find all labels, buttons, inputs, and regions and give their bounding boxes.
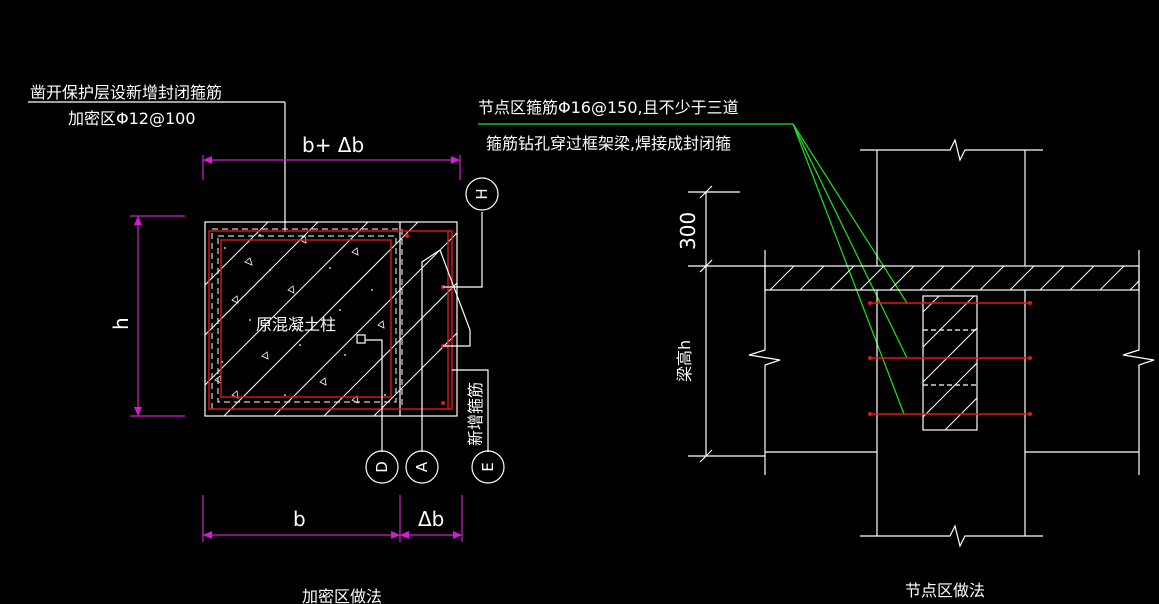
dim-left-label: h xyxy=(109,317,133,330)
old-stirrup-inner xyxy=(220,239,392,398)
slab-hatch xyxy=(769,266,1139,290)
dim-bottom: b Δb xyxy=(202,495,463,542)
dim-300-label: 300 xyxy=(676,212,700,250)
concrete-dots xyxy=(221,234,386,396)
dim-left: h xyxy=(109,215,185,417)
bubble-D: D xyxy=(365,450,399,484)
leader-D xyxy=(365,339,383,452)
bubble-A: A xyxy=(405,450,439,484)
joint-stirrups xyxy=(868,301,1032,416)
right-note-line2: 箍筋钻孔穿过框架梁,焊接成封闭箍 xyxy=(486,134,731,153)
right-caption: 节点区做法 xyxy=(905,581,985,600)
left-detail: 凿开保护层设新增封闭箍筋 加密区Φ12@100 b+ Δb h xyxy=(28,83,505,604)
leader-E xyxy=(452,369,489,452)
left-note-line2: 加密区Φ12@100 xyxy=(68,109,196,128)
dim-top-label: b+ Δb xyxy=(302,133,364,157)
svg-text:D: D xyxy=(373,461,391,473)
dim-right-vertical: 300 梁高h xyxy=(675,185,765,463)
dim-top: b+ Δb xyxy=(202,133,461,180)
core-label: 原混凝土柱 xyxy=(256,315,336,334)
joint-core xyxy=(922,295,978,431)
left-caption: 加密区做法 xyxy=(302,587,382,604)
column-hatch xyxy=(205,222,457,416)
column-outline xyxy=(204,221,458,417)
dim-bottom-b-label: b xyxy=(293,507,306,531)
leader-H xyxy=(443,212,483,288)
svg-text:E: E xyxy=(479,462,497,471)
dashed-outline-inner xyxy=(217,235,397,403)
right-note-line1: 节点区箍筋Φ16@150,且不少于三道 xyxy=(478,98,739,117)
bubble-H: H xyxy=(465,177,499,211)
rebar-dots xyxy=(405,234,445,405)
dim-beam-label: 梁高h xyxy=(675,340,694,382)
right-detail: 节点区箍筋Φ16@150,且不少于三道 箍筋钻孔穿过框架梁,焊接成封闭箍 xyxy=(478,98,1155,600)
leader-A xyxy=(421,249,471,452)
left-note-line1: 凿开保护层设新增封闭箍筋 xyxy=(30,83,222,102)
new-stirrup-outer xyxy=(208,230,449,410)
svg-text:A: A xyxy=(413,461,431,472)
svg-text:H: H xyxy=(473,188,491,199)
slab xyxy=(764,265,1140,291)
right-leaders xyxy=(792,123,908,415)
bubble-E: E xyxy=(471,450,505,484)
dim-bottom-db-label: Δb xyxy=(418,507,444,531)
beam-lines xyxy=(748,250,1155,475)
new-stirrup-label: 新增箍筋 xyxy=(466,382,485,446)
column-lines xyxy=(860,138,1043,548)
